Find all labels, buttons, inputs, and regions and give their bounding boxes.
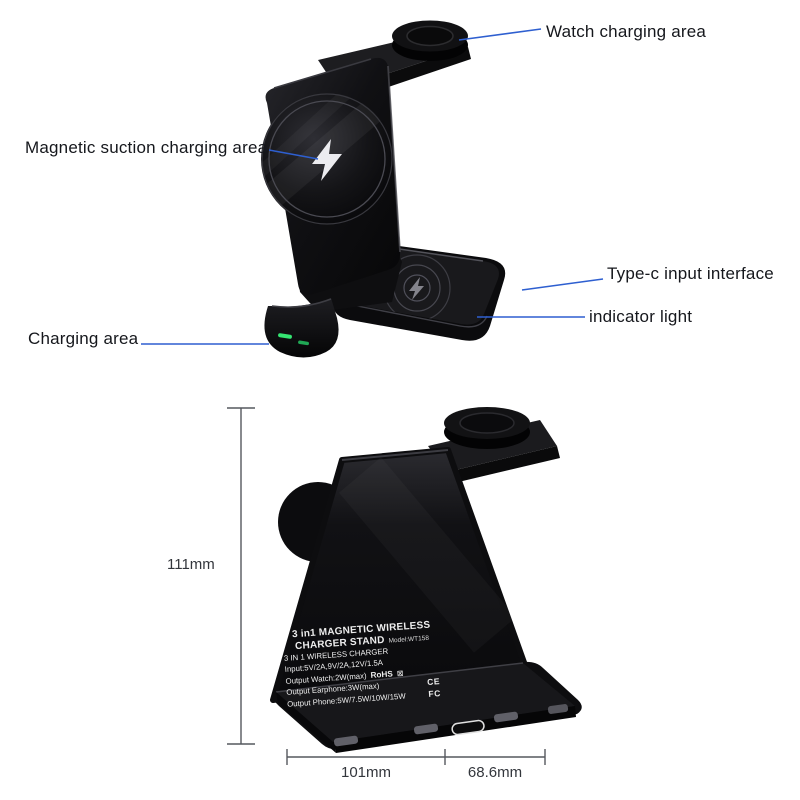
rubber-foot: [493, 711, 519, 723]
charging-foot: [264, 298, 339, 358]
led-indicator-icon: [278, 333, 292, 339]
callout-watch-charging-area: Watch charging area: [546, 22, 707, 41]
body-top-edge: [273, 58, 372, 89]
back-watch-arm-side: [447, 446, 560, 484]
body-right-edge: [387, 65, 401, 253]
dimension-lines: [227, 407, 546, 765]
rubber-foot: [413, 723, 439, 735]
rubber-foot: [333, 735, 359, 747]
led-indicator-dim-icon: [298, 340, 309, 346]
back-base-edge-highlight: [275, 662, 524, 693]
watch-puck-ring: [406, 25, 454, 47]
rubber-foot: [547, 704, 569, 714]
dimension-width: 101mm: [340, 764, 392, 781]
back-view-product: [270, 407, 582, 753]
back-base-left-face: [276, 692, 336, 753]
magnetic-pad-ring-outer: [261, 93, 393, 225]
product-spec-label: 3 in1 MAGNETIC WIRELESS CHARGER STAND Mo…: [282, 619, 445, 711]
callout-line-magnetic: [268, 149, 319, 160]
front-view-product: [141, 20, 604, 358]
callout-type-c-interface: Type-c input interface: [607, 264, 774, 283]
callout-line-watch: [458, 28, 542, 41]
weee-bin-icon: ⊠: [396, 668, 404, 678]
foot-top-edge: [271, 298, 332, 308]
lightning-icon-base: [409, 277, 424, 300]
base-front-edge-highlight: [341, 302, 488, 328]
callout-indicator-light: indicator light: [589, 307, 693, 326]
rohs-mark: RoHS: [370, 668, 394, 680]
spec-model-number: Model:WT158: [388, 634, 430, 645]
callout-charging-area: Charging area: [28, 329, 139, 348]
usb-c-port: [451, 719, 485, 736]
magnetic-pad-ring-inner: [268, 100, 386, 218]
dimension-depth: 68.6mm: [467, 764, 523, 781]
ce-mark-icon: CE: [426, 676, 441, 688]
lightning-icon-magnetic: [312, 139, 342, 181]
callout-magnetic-charging-area: Magnetic suction charging area: [25, 138, 268, 157]
dimension-height: 111mm: [167, 556, 215, 573]
back-watch-puck-ring: [459, 412, 515, 434]
back-base-top: [276, 663, 575, 742]
back-panel-top-edge: [341, 449, 449, 461]
callout-line-type-c: [521, 278, 604, 291]
fcc-mark-icon: FC: [428, 688, 442, 699]
